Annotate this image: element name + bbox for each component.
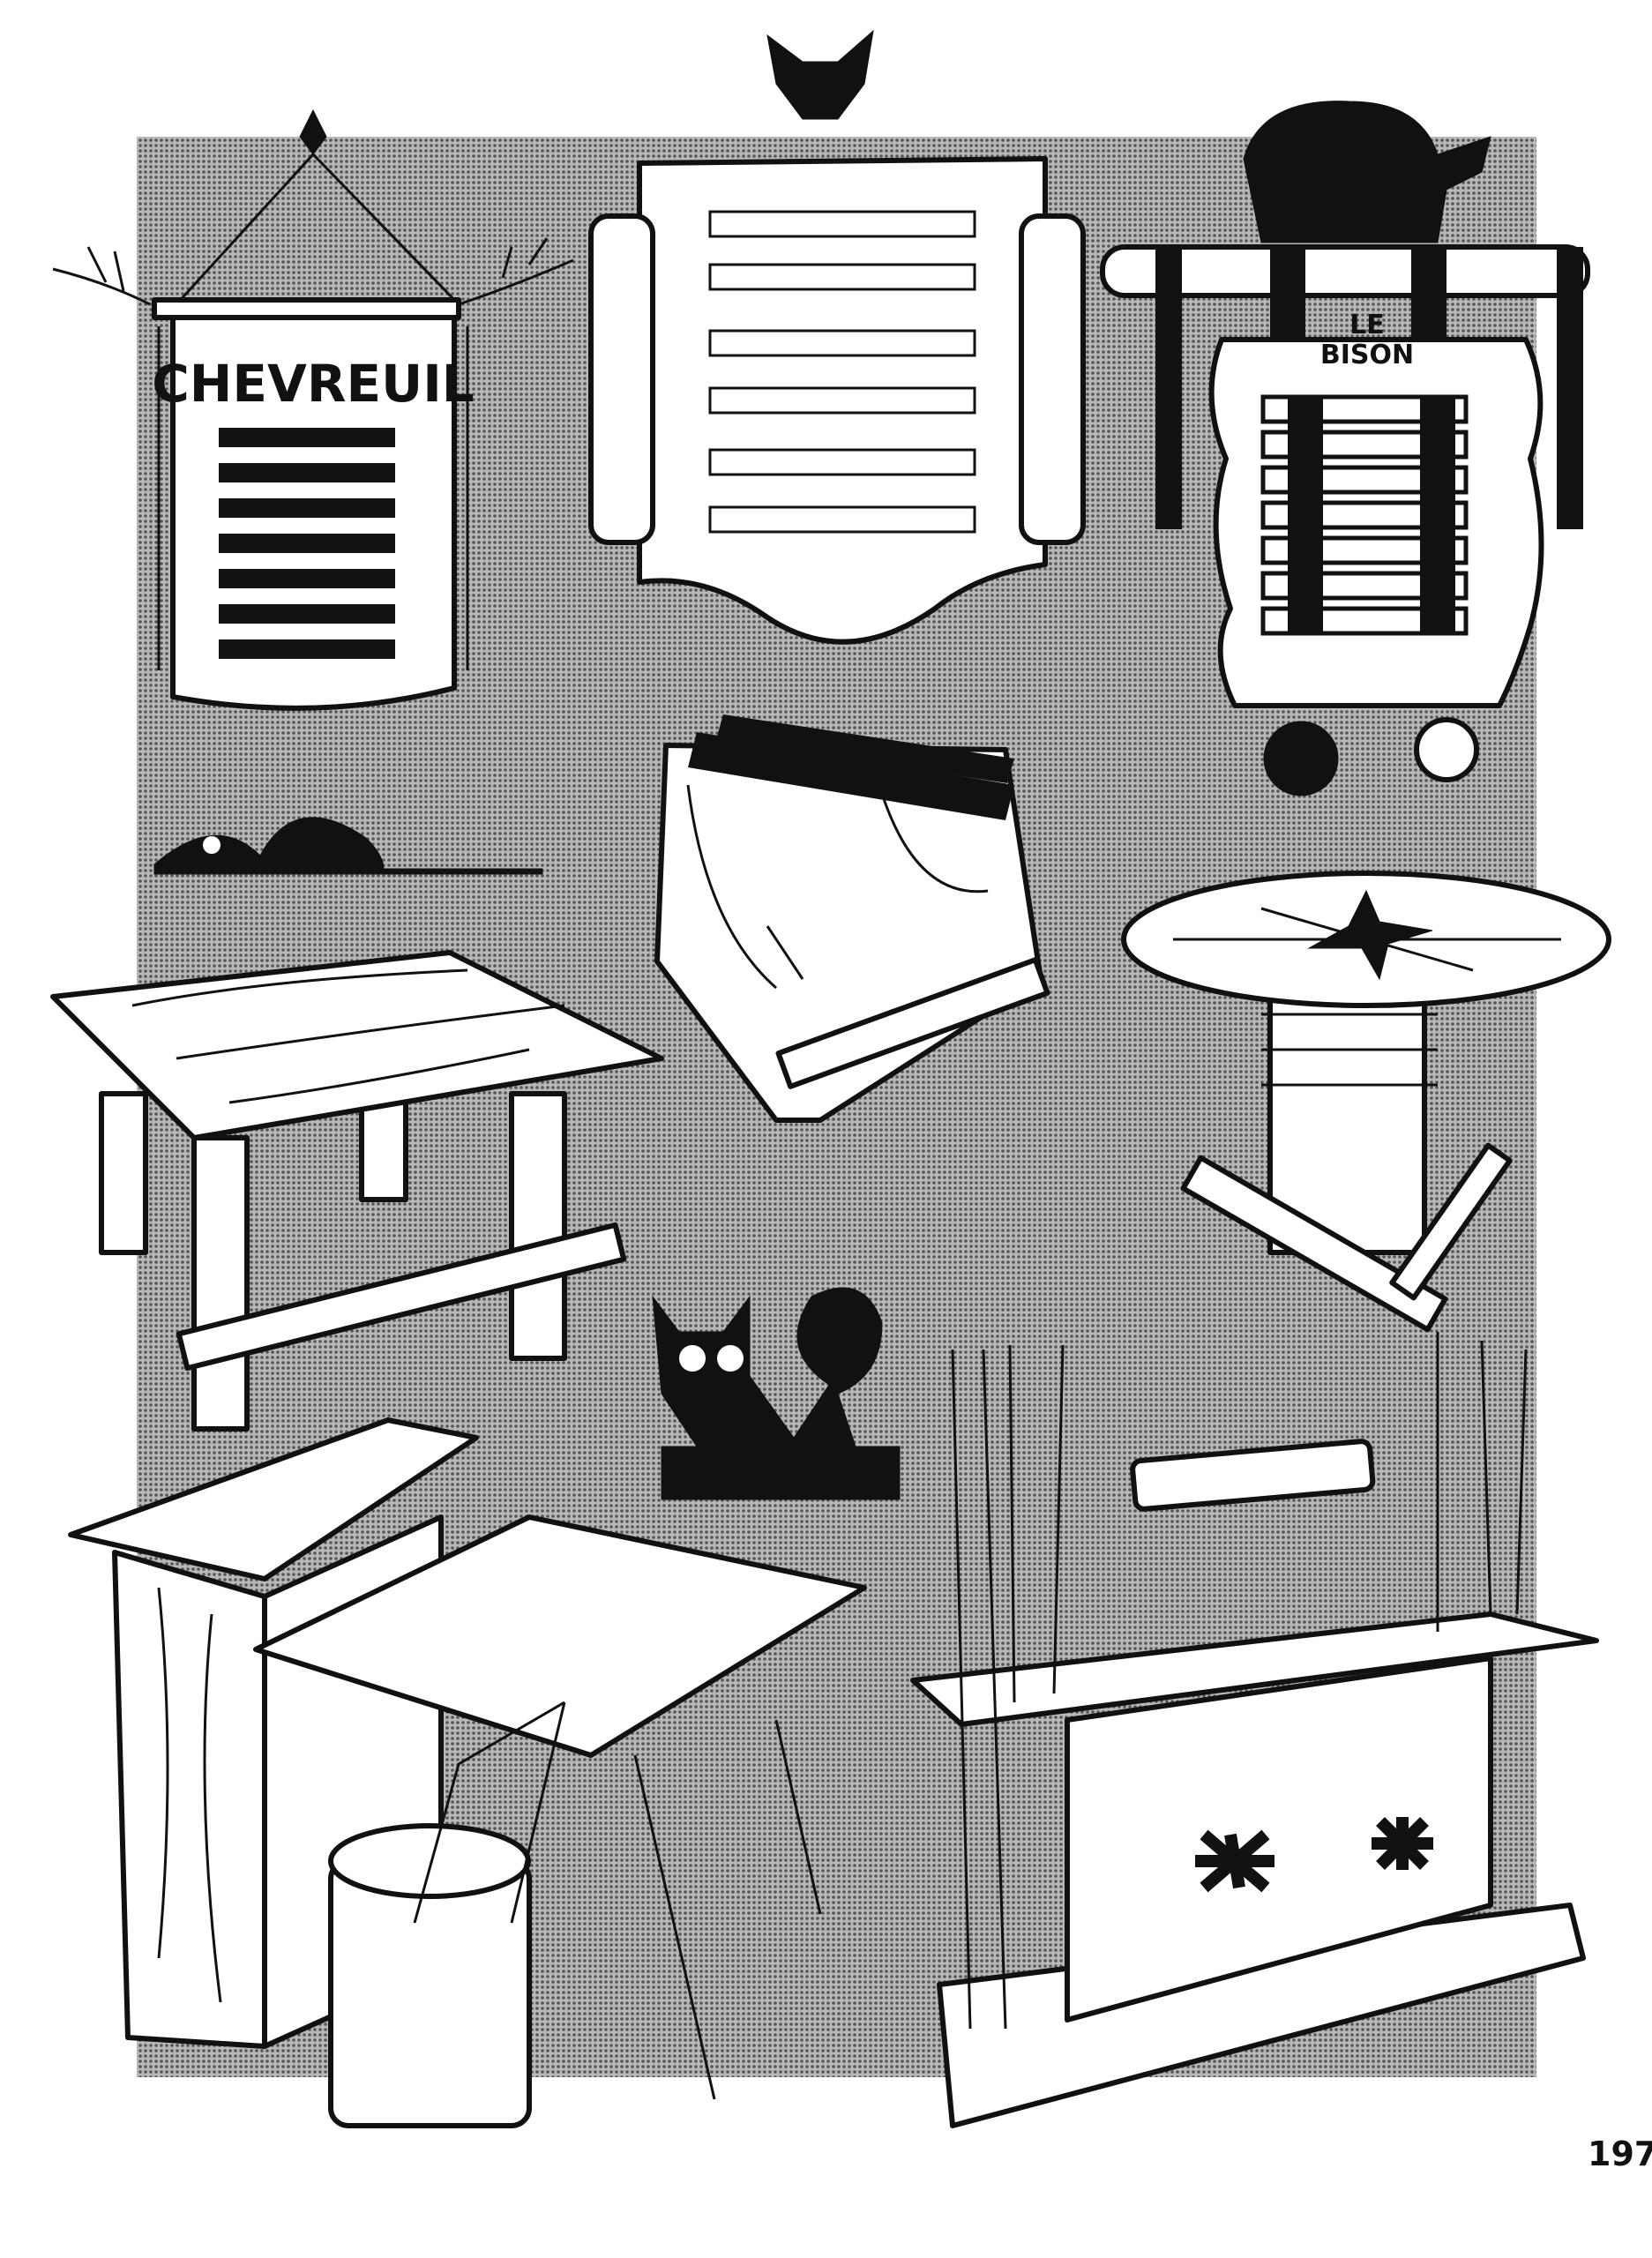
banner-title: CHEVREUIL (152, 354, 475, 414)
sign-line2: BISON (1320, 340, 1414, 370)
mouse-silhouette (153, 817, 543, 875)
sign-line1: LE (1349, 310, 1385, 340)
rustic-table (50, 950, 664, 1432)
cabinet-with-poles (910, 1332, 1599, 2128)
desk-with-stump (68, 1417, 867, 2128)
page-number: 197 (1588, 2135, 1652, 2173)
scroll-board (588, 29, 1086, 645)
chevreuil-banner: CHEVREUIL (52, 108, 574, 711)
cat-silhouette (652, 1287, 901, 1500)
round-table (1121, 871, 1611, 1333)
bison-sign: LE BISON (1100, 101, 1590, 796)
stool (654, 714, 1050, 1123)
